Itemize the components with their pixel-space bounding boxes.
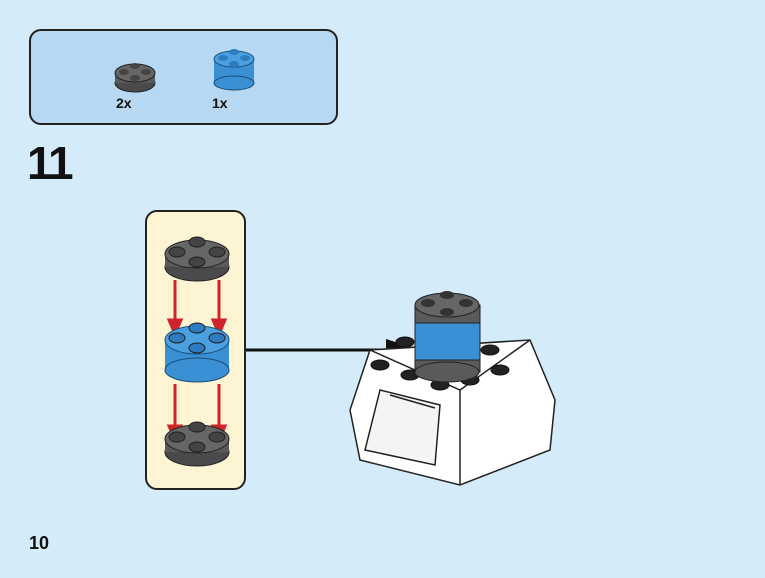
sub-assembly-box [145,210,246,490]
parts-list-box: 2x 1x [29,29,338,125]
blue-brick-middle [164,322,230,383]
main-model-illustration [349,291,556,486]
page-number: 10 [29,533,50,553]
sub-assembly-illustration [164,236,230,467]
step-number: 11 [27,137,74,189]
blue-round-brick-icon [213,49,255,91]
gray-plate-top [164,236,230,282]
part-quantity-blue: 1x [212,95,228,111]
part-quantity-gray: 2x [116,95,132,111]
dark-gray-round-plate-icon [114,63,156,93]
stacked-round-column [414,291,481,383]
gray-plate-bottom [164,421,230,467]
